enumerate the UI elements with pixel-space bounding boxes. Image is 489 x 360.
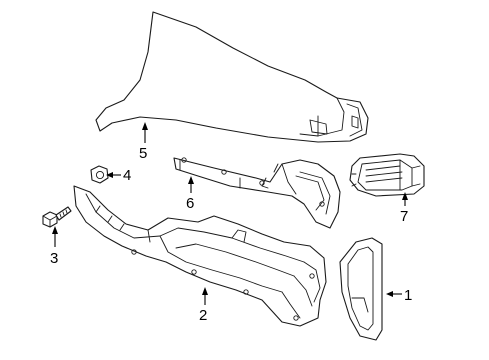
nut[interactable] xyxy=(90,165,109,184)
bolt[interactable] xyxy=(42,206,72,228)
glove-box-door[interactable] xyxy=(339,237,383,341)
instrument-panel-end-cover[interactable] xyxy=(95,11,369,143)
callout-5: 5 xyxy=(139,145,147,162)
air-vent-outlet[interactable] xyxy=(349,153,425,197)
leader-lines xyxy=(52,122,408,305)
callout-3: 3 xyxy=(50,250,58,267)
knee-bolster-panel[interactable] xyxy=(73,185,327,327)
callout-4: 4 xyxy=(123,167,131,184)
glove-box-bracket[interactable] xyxy=(173,157,341,229)
callout-2: 2 xyxy=(199,307,207,324)
callout-6: 6 xyxy=(186,195,194,212)
callout-1: 1 xyxy=(404,287,412,304)
callout-7: 7 xyxy=(400,208,408,225)
